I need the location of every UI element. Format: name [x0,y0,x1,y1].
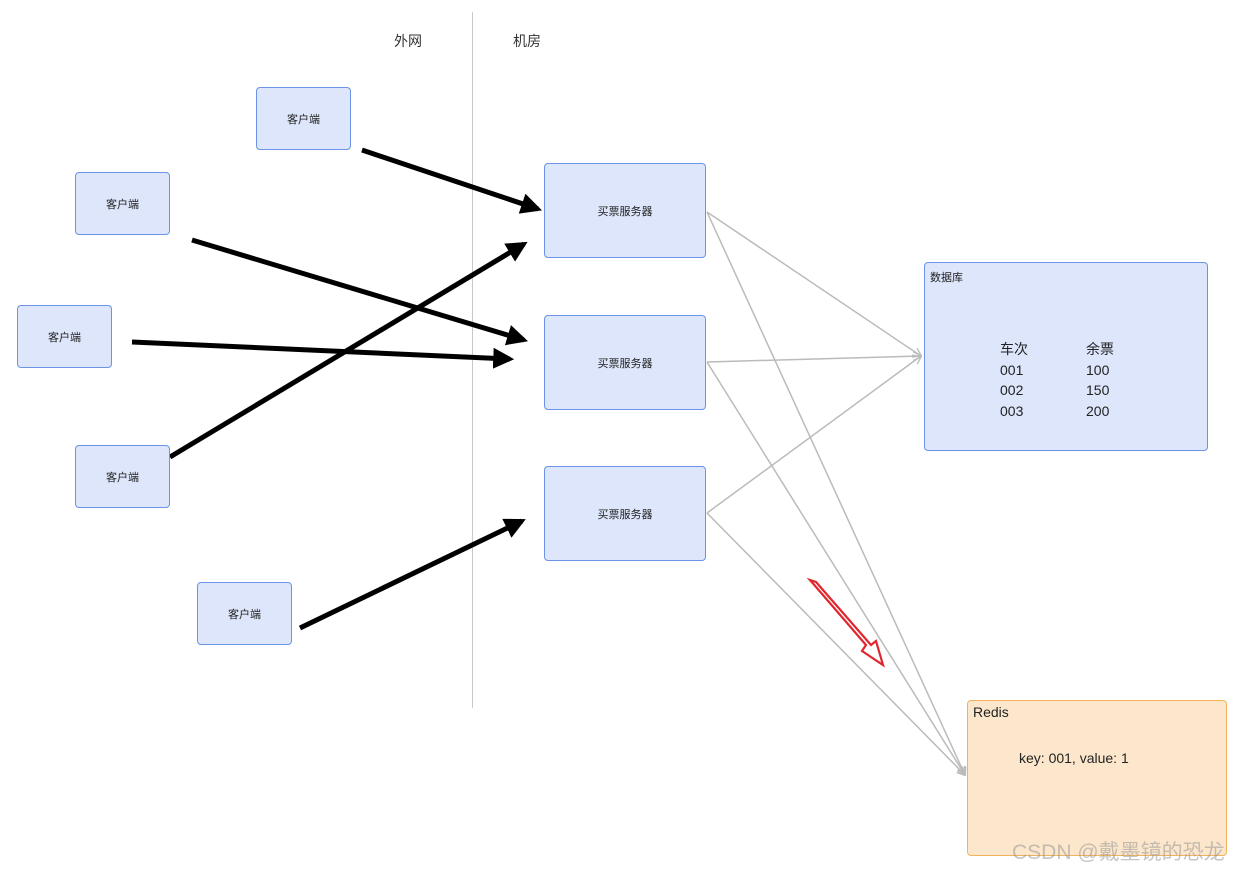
database-table-header: 车次 余票 [1000,339,1114,360]
table-row: 003 200 [1000,401,1114,422]
request-arrow-client3-server2 [131,339,515,369]
cell-remaining: 100 [1086,361,1110,378]
database-title: 数据库 [930,272,963,284]
redis-content: key: 001, value: 1 [1019,750,1129,766]
ticket-server-box-3[interactable]: 买票服务器 [544,466,706,561]
request-arrow-client4-server1 [168,241,528,460]
cell-remaining: 200 [1086,402,1110,419]
database-box[interactable]: 数据库 车次 余票 001 100 002 150 003 200 [924,262,1208,451]
database-table: 车次 余票 001 100 002 150 003 200 [1000,339,1114,421]
network-boundary-divider [472,12,473,708]
request-arrow-client1-server1 [361,147,542,214]
request-arrow-client5-server3 [298,518,526,631]
cell-train: 001 [1000,361,1024,378]
header-train: 车次 [1000,341,1028,358]
zone-label-datacenter: 机房 [513,33,541,49]
watermark: CSDN @戴墨镜的恐龙 [1012,841,1225,864]
header-remaining: 余票 [1086,341,1114,358]
cell-train: 003 [1000,402,1024,419]
client-box-1[interactable]: 客户端 [256,87,351,150]
ticket-server-box-1[interactable]: 买票服务器 [544,163,706,258]
client-box-2[interactable]: 客户端 [75,172,170,235]
table-row: 002 150 [1000,380,1114,401]
connection-server1-database [706,211,921,356]
redis-title: Redis [973,704,1009,720]
client-box-3[interactable]: 客户端 [17,305,112,368]
connection-server2-database [706,356,921,363]
ticket-server-box-2[interactable]: 买票服务器 [544,315,706,410]
client-box-4[interactable]: 客户端 [75,445,170,508]
connection-server3-database [706,356,921,514]
table-row: 001 100 [1000,360,1114,381]
cell-train: 002 [1000,382,1024,399]
connection-server3-redis [706,512,965,775]
request-arrow-client2-server2 [191,237,529,346]
redis-box[interactable]: Redis key: 001, value: 1 [967,700,1227,856]
client-box-5[interactable]: 客户端 [197,582,292,645]
highlight-arrow [806,577,885,668]
zone-label-external: 外网 [394,33,422,49]
cell-remaining: 150 [1086,382,1110,399]
